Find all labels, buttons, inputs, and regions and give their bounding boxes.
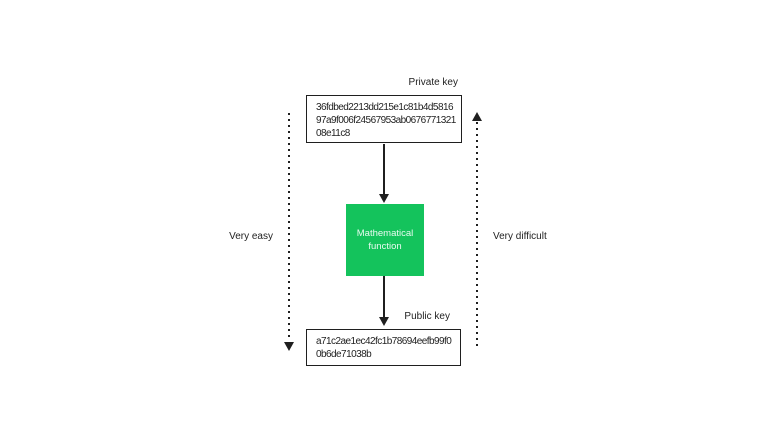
- arrow-private-to-function-line: [383, 144, 385, 195]
- easy-direction-dotted-line: [288, 113, 290, 341]
- very-easy-label: Very easy: [229, 231, 273, 242]
- private-key-box: 36fdbed2213dd215e1c81b4d5816 97a9f006f24…: [306, 95, 462, 143]
- private-key-label: Private key: [408, 77, 458, 88]
- arrowhead-down-icon: [379, 317, 389, 326]
- arrowhead-up-icon: [472, 112, 482, 121]
- arrowhead-down-icon: [379, 194, 389, 203]
- arrow-function-to-public-line: [383, 276, 385, 318]
- very-difficult-label: Very difficult: [493, 231, 547, 242]
- math-function-box: Mathematical function: [346, 204, 424, 276]
- math-function-label: Mathematical function: [356, 228, 414, 252]
- private-key-value: 36fdbed2213dd215e1c81b4d5816 97a9f006f24…: [316, 102, 456, 139]
- arrowhead-down-icon: [284, 342, 294, 351]
- public-key-box: a71c2ae1ec42fc1b78694eefb99f0 0b6de71038…: [306, 329, 461, 366]
- public-key-value: a71c2ae1ec42fc1b78694eefb99f0 0b6de71038…: [316, 336, 452, 360]
- public-key-label: Public key: [404, 311, 450, 322]
- difficult-direction-dotted-line: [476, 122, 478, 349]
